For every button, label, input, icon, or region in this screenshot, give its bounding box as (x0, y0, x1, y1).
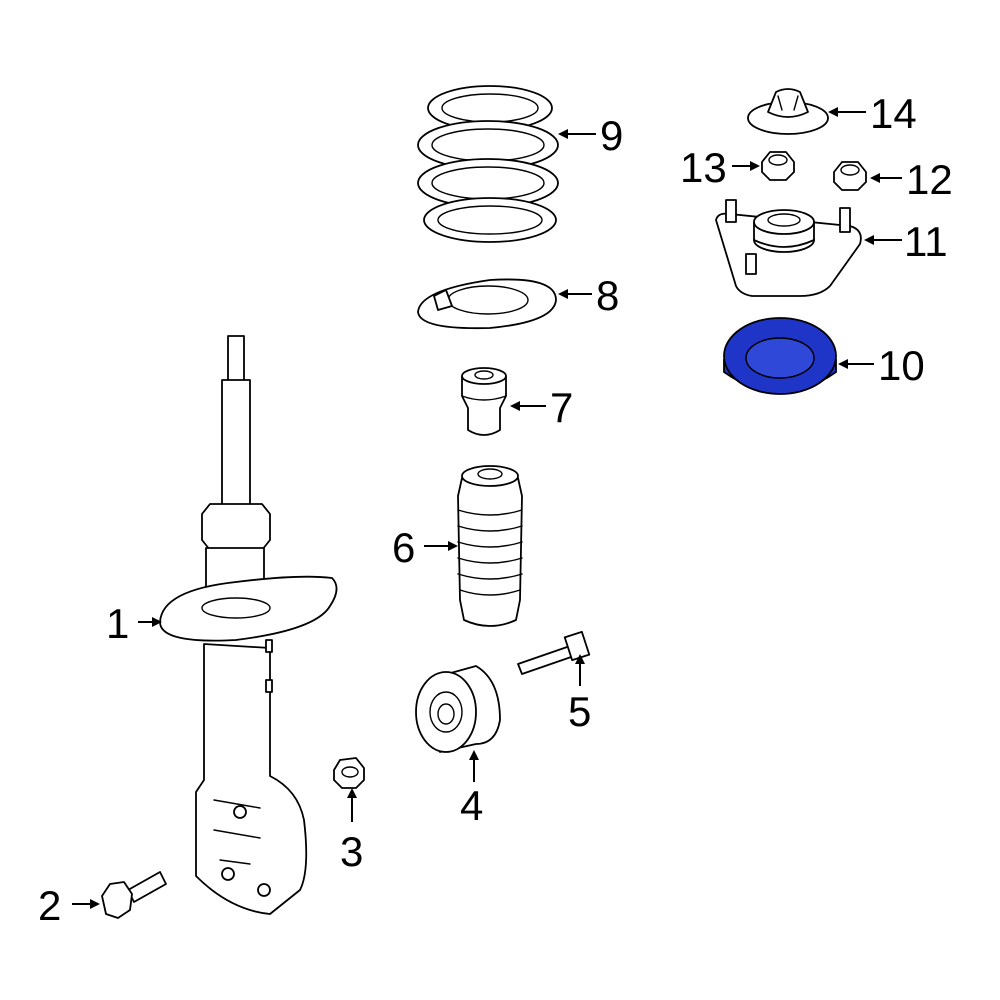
callout-9: 9 (600, 112, 623, 159)
part-bolt-2[interactable] (101, 871, 167, 919)
callout-14: 14 (870, 90, 917, 137)
callout-6: 6 (392, 524, 415, 571)
callout-8: 8 (596, 272, 619, 319)
callout-7: 7 (550, 384, 573, 431)
part-mount-cap[interactable] (747, 88, 829, 135)
part-bump-stop[interactable] (461, 367, 507, 436)
leader-lines (72, 107, 902, 909)
callout-4: 4 (460, 782, 483, 829)
part-nut-3[interactable] (333, 757, 365, 789)
callout-5: 5 (568, 688, 591, 735)
part-coil-spring[interactable] (417, 85, 559, 243)
callout-13: 13 (680, 144, 727, 191)
callout-3: 3 (340, 828, 363, 875)
part-strut-mount[interactable] (715, 199, 862, 297)
part-strut-assembly[interactable] (159, 335, 338, 915)
part-bushing[interactable] (415, 665, 501, 753)
callout-labels: 1 2 3 4 5 6 7 8 9 10 11 12 13 14 (38, 90, 953, 929)
part-nut-13[interactable] (761, 151, 795, 181)
callout-12: 12 (906, 156, 953, 203)
part-long-bolt[interactable] (517, 630, 591, 675)
callout-10: 10 (878, 342, 925, 389)
callout-11: 11 (904, 218, 948, 265)
callout-2: 2 (38, 882, 61, 929)
callout-1: 1 (106, 600, 129, 647)
part-dust-boot[interactable] (457, 465, 523, 627)
part-spring-seat[interactable] (417, 278, 557, 330)
part-nut-12[interactable] (833, 161, 867, 191)
part-strut-bearing[interactable] (723, 317, 837, 395)
